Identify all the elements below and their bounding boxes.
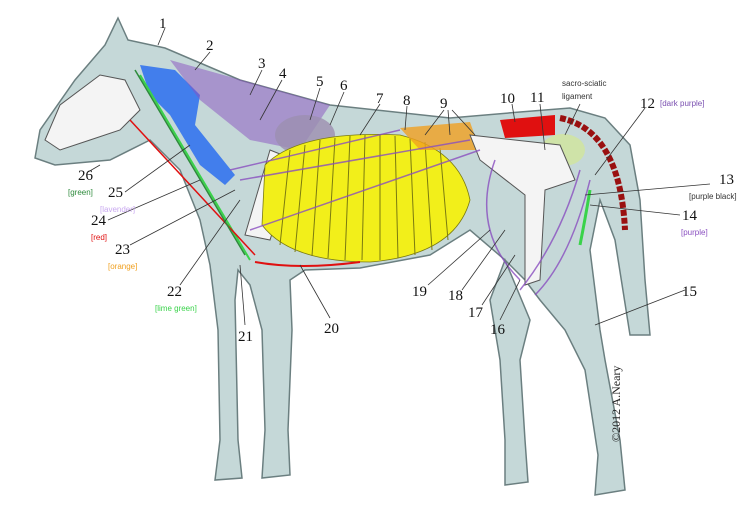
label-7: 7 [376, 91, 384, 107]
label-22-color: [lime green] [155, 304, 197, 313]
label-18: 18 [448, 288, 463, 304]
label-13-color: [purple black] [689, 192, 737, 201]
label-8: 8 [403, 93, 411, 109]
neck-muscle-blue [140, 65, 235, 185]
label-11: 11 [530, 90, 544, 106]
lumbar-red [500, 115, 555, 138]
label-26-color: [green] [68, 188, 93, 197]
label-25-color: [lavender] [100, 205, 135, 214]
neck-lines-green [134, 69, 246, 256]
label-22: 22 [167, 284, 182, 300]
neck-lines-red [129, 119, 256, 256]
label-10: 10 [500, 91, 515, 107]
label-13: 13 [719, 172, 734, 188]
copyright-notice: ©2012 A.Neary [609, 366, 623, 442]
label-20: 20 [324, 321, 339, 337]
label-24-color: [red] [91, 233, 107, 242]
label-14: 14 [682, 208, 698, 224]
label-24: 24 [91, 213, 107, 229]
label-15: 15 [682, 284, 697, 300]
label-26: 26 [78, 168, 94, 184]
label-14-color: [purple] [681, 228, 708, 237]
belly-line [254, 261, 361, 267]
label-sacro-line2: ligament [562, 92, 593, 101]
label-sacro-line1: sacro-sciatic [562, 79, 606, 88]
label-12-color: [dark purple] [660, 99, 704, 108]
spine-orange [400, 122, 480, 150]
label-23-color: [orange] [108, 262, 137, 271]
label-23: 23 [115, 242, 130, 258]
label-9: 9 [440, 96, 448, 112]
label-5: 5 [316, 74, 324, 90]
pelvis-bone [469, 134, 576, 286]
skull-bone [44, 74, 141, 151]
label-1: 1 [159, 16, 167, 32]
label-3: 3 [258, 56, 266, 72]
label-4: 4 [279, 66, 287, 82]
label-17: 17 [468, 305, 484, 321]
tail-vertebrae [559, 115, 628, 231]
label-12: 12 [640, 96, 655, 112]
label-2: 2 [206, 38, 214, 54]
label-16: 16 [490, 322, 506, 338]
muscle-lines [229, 129, 591, 296]
leader-lines [87, 27, 711, 326]
label-19: 19 [412, 284, 427, 300]
label-25: 25 [108, 185, 123, 201]
label-21: 21 [238, 329, 253, 345]
hind-leg [489, 257, 531, 486]
label-6: 6 [340, 78, 348, 94]
